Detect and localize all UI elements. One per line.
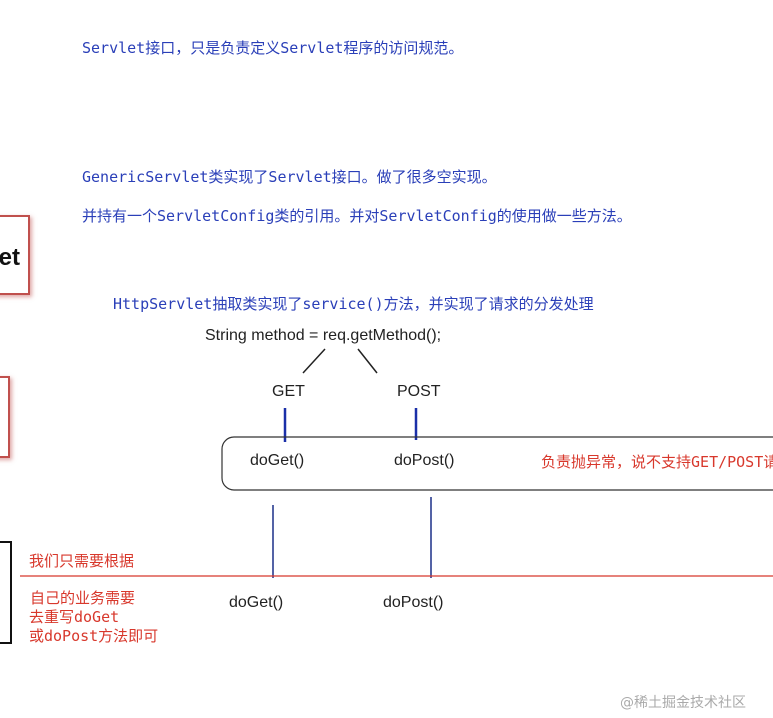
- subclass-dopost: doPost(): [383, 594, 444, 611]
- servletconfig-description: 并持有一个ServletConfig类的引用。并对ServletConfig的使…: [82, 207, 632, 225]
- left-box-2: [0, 376, 10, 458]
- box-dopost: doPost(): [394, 452, 455, 469]
- note-above-line: 我们只需要根据: [29, 552, 135, 570]
- note-below-1: 自己的业务需要: [30, 589, 136, 607]
- genericservlet-description: GenericServlet类实现了Servlet接口。做了很多空实现。: [82, 168, 497, 186]
- left-box-3: [0, 541, 12, 644]
- box-doget: doGet(): [250, 452, 305, 469]
- subclass-doget: doGet(): [229, 594, 284, 611]
- branch-line-get: [302, 348, 326, 374]
- httpservlet-box: [221, 436, 773, 491]
- box-exception-note: 负责抛异常，说不支持GET/POST请求: [541, 453, 773, 471]
- left-box-label: et: [0, 244, 20, 271]
- note-below-2: 去重写doGet: [29, 608, 120, 626]
- note-below-3: 或doPost方法即可: [29, 627, 159, 645]
- get-label: GET: [272, 383, 305, 400]
- post-label: POST: [397, 383, 441, 400]
- httpservlet-description: HttpServlet抽取类实现了service()方法，并实现了请求的分发处理: [113, 295, 594, 313]
- code-get-method: String method = req.getMethod();: [205, 327, 442, 344]
- branch-line-post: [357, 348, 378, 374]
- watermark: @稀土掘金技术社区: [620, 695, 746, 711]
- left-box-httpservlet: et: [0, 215, 30, 295]
- servlet-description: Servlet接口，只是负责定义Servlet程序的访问规范。: [82, 39, 464, 57]
